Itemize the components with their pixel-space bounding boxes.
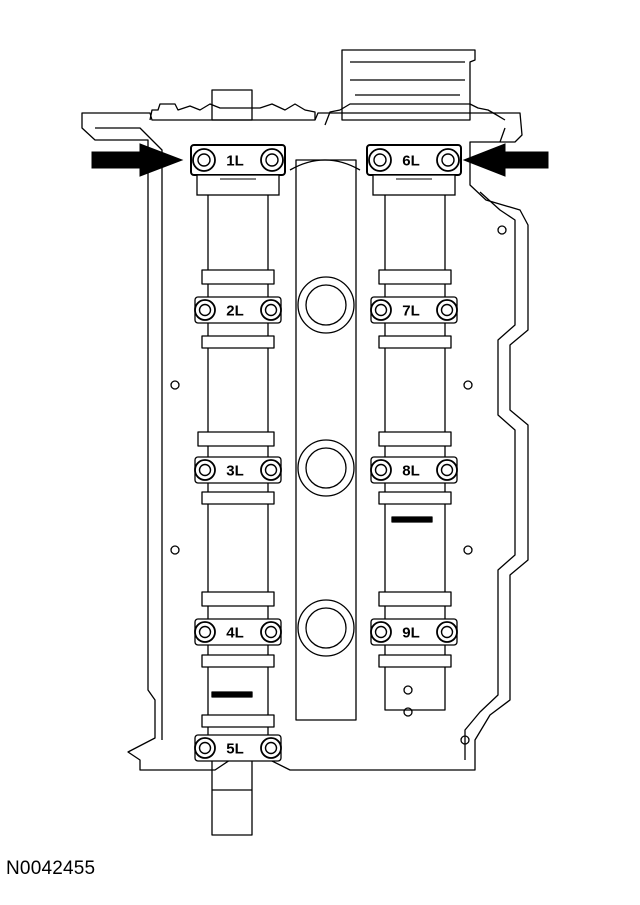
bearing-cap-6l: 6L	[366, 144, 462, 196]
bolt-icon	[370, 299, 392, 321]
bearing-caps-layer: 1L 2L 3L 4L 5L 6L 7L 8L 9L	[190, 144, 462, 762]
exhaust-sprocket-teeth	[149, 103, 316, 121]
spark-plug-bore	[297, 599, 355, 657]
exhaust-camshaft-nose	[211, 759, 253, 836]
bolt-icon	[370, 621, 392, 643]
figure-id: N0042455	[6, 858, 96, 879]
center-valley-hump-top	[289, 159, 361, 171]
bearing-cap-4l: 4L	[194, 618, 282, 646]
cap-label: 6L	[402, 153, 420, 170]
bolt-icon	[194, 299, 216, 321]
bearing-cap-1l: 1L	[190, 144, 286, 196]
cap-label: 5L	[226, 741, 244, 758]
cap-label: 1L	[226, 153, 244, 170]
bolt-icon	[260, 148, 284, 172]
bolt-icon	[260, 621, 282, 643]
bolt-icon	[260, 459, 282, 481]
exhaust-timing-mark	[211, 691, 253, 698]
cap-label: 2L	[226, 303, 244, 320]
bolt-icon	[436, 459, 458, 481]
inner-outline-right	[464, 127, 516, 760]
bolt-icon	[260, 737, 282, 759]
intake-phaser-body	[341, 49, 476, 121]
intake-sprocket-teeth	[324, 103, 506, 126]
cap-label: 4L	[226, 625, 244, 642]
bolt-icon	[436, 148, 460, 172]
exhaust-sprocket-hub	[211, 89, 253, 121]
intake-timing-mark	[391, 516, 433, 523]
bolt-icon	[194, 737, 216, 759]
bearing-cap-9l: 9L	[370, 618, 458, 646]
callout-arrows-layer	[91, 143, 549, 177]
spark-plug-bore	[297, 276, 355, 334]
dowel-holes	[170, 225, 507, 745]
bearing-cap-3l: 3L	[194, 456, 282, 484]
bearing-cap-2l: 2L	[194, 296, 282, 324]
cap-label: 7L	[402, 303, 420, 320]
arrow-left-icon	[462, 143, 549, 177]
bolt-icon	[260, 299, 282, 321]
intake-phaser-ring	[350, 61, 465, 96]
bolt-icon	[436, 621, 458, 643]
bearing-cap-7l: 7L	[370, 296, 458, 324]
bearing-cap-8l: 8L	[370, 456, 458, 484]
spark-plug-bore	[297, 439, 355, 497]
arrow-right-icon	[91, 143, 184, 177]
bolt-icon	[368, 148, 392, 172]
bolt-icon	[370, 459, 392, 481]
bolt-icon	[194, 621, 216, 643]
cap-label: 8L	[402, 463, 420, 480]
cap-label: 3L	[226, 463, 244, 480]
inner-outline-left	[95, 127, 163, 740]
cap-label: 9L	[402, 625, 420, 642]
bolt-icon	[436, 299, 458, 321]
bolt-icon	[192, 148, 216, 172]
bolt-icon	[194, 459, 216, 481]
cylinder-head-outline	[81, 112, 529, 771]
bearing-cap-5l: 5L	[194, 734, 282, 762]
cam-lobes	[197, 269, 452, 728]
